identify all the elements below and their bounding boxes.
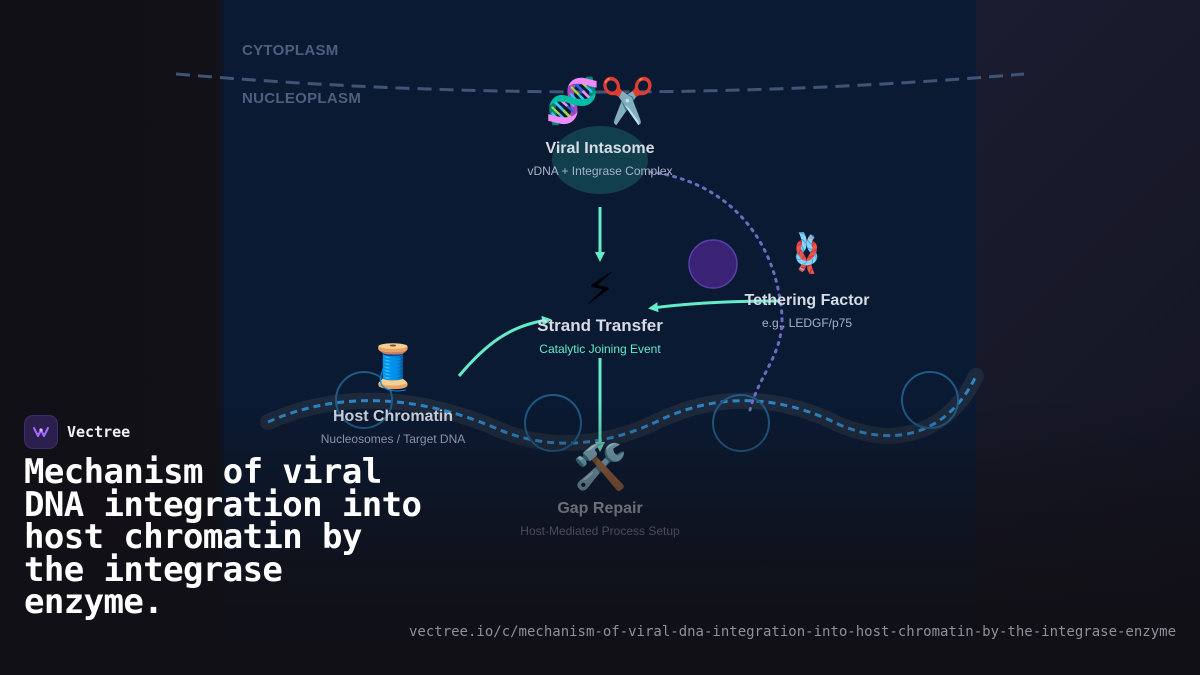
vectree-logo-icon: [24, 415, 58, 449]
page-title: Mechanism of viral DNA integration into …: [24, 452, 422, 622]
knot-icon: 🪢: [783, 233, 831, 275]
dna-scissors-icon: 🧬✂️: [545, 77, 655, 126]
node-title: Gap Repair: [557, 500, 643, 517]
brand: Vectree: [24, 415, 130, 449]
node-title: Host Chromatin: [332, 408, 453, 425]
region-label-cytoplasm: CYTOPLASM: [242, 42, 339, 59]
intasome-blob: [552, 126, 648, 194]
tether-orb: [688, 239, 738, 289]
node-strand-transfer: ⚡ Strand Transfer Catalytic Joining Even…: [537, 265, 663, 357]
arrow-tether-to-transfer: [648, 299, 779, 313]
node-subtitle: e.g., LEDGF/p75: [761, 316, 853, 330]
node-title: Strand Transfer: [537, 316, 663, 335]
node-viral-intasome: 🧬✂️ Viral Intasome vDNA + Integrase Comp…: [527, 77, 673, 179]
tools-icon: 🛠️: [572, 443, 628, 492]
node-host-chromatin: 🧵 Host Chromatin Nucleosomes / Target DN…: [320, 343, 466, 447]
lightning-icon: ⚡: [584, 265, 616, 314]
node-title: Viral Intasome: [545, 140, 655, 157]
node-tethering-factor: 🪢 Tethering Factor e.g., LEDGF/p75: [744, 230, 869, 330]
thread-spool-icon: 🧵: [365, 343, 421, 392]
node-subtitle: Host-Mediated Process Setup: [520, 524, 680, 538]
brand-name: Vectree: [67, 423, 131, 441]
node-subtitle: Catalytic Joining Event: [539, 342, 661, 356]
node-title: Tethering Factor: [744, 292, 870, 309]
source-url[interactable]: vectree.io/c/mechanism-of-viral-dna-inte…: [408, 624, 1176, 640]
node-gap-repair: 🛠️ Gap Repair Host-Mediated Process Setu…: [520, 443, 680, 539]
arrow-chromatin-to-transfer: [457, 315, 552, 377]
tether-path: [648, 170, 784, 412]
region-label-nucleoplasm: NUCLEOPLASM: [242, 90, 362, 107]
nuclear-membrane: [175, 72, 1025, 94]
node-subtitle: vDNA + Integrase Complex: [527, 164, 673, 178]
node-subtitle: Nucleosomes / Target DNA: [320, 432, 466, 446]
